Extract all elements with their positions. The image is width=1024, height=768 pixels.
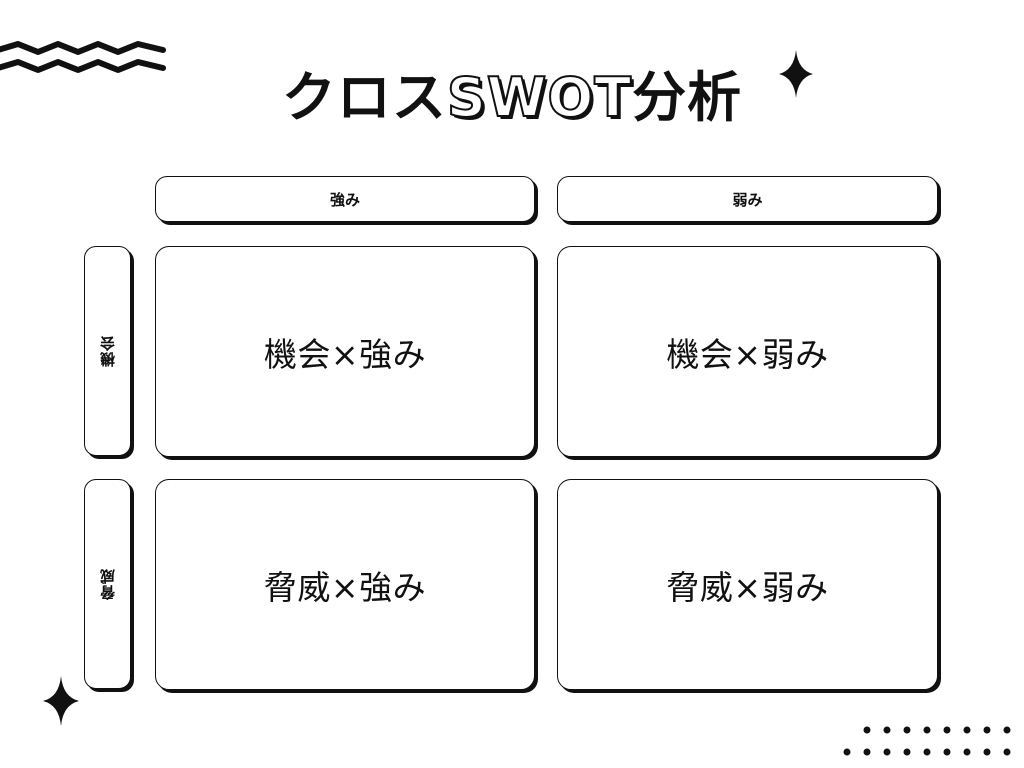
cell-threat-weakness: 脅威×弱み: [557, 479, 938, 690]
zigzag-lines-decoration: [0, 41, 166, 73]
column-header-strengths: 強み: [155, 176, 535, 222]
cell-opportunity-strength: 機会×強み: [155, 246, 535, 457]
title-main: クロス: [281, 66, 447, 129]
dot-grid-decoration: [843, 726, 1011, 756]
cell-label: 脅威×強み: [263, 567, 427, 607]
title-swot: SWOT: [446, 65, 633, 130]
row-header-threats: 脅威: [84, 479, 131, 689]
cell-threat-strength: 脅威×強み: [155, 479, 535, 690]
cell-label: 機会×強み: [263, 334, 427, 374]
cell-opportunity-weakness: 機会×弱み: [557, 246, 938, 457]
page-title: クロスSWOT分析: [180, 58, 844, 138]
row-header-label: 機会: [99, 335, 117, 367]
column-header-label: 弱み: [732, 190, 763, 209]
column-header-weaknesses: 弱み: [557, 176, 938, 222]
row-header-opportunities: 機会: [84, 246, 131, 456]
row-header-label: 脅威: [99, 568, 117, 600]
sparkle-icon: [779, 50, 813, 98]
column-header-label: 強み: [329, 190, 360, 209]
title-suffix: 分析: [632, 66, 743, 129]
cell-label: 機会×弱み: [666, 334, 829, 374]
cell-label: 脅威×弱み: [666, 567, 829, 607]
sparkle-icon: [43, 676, 79, 726]
